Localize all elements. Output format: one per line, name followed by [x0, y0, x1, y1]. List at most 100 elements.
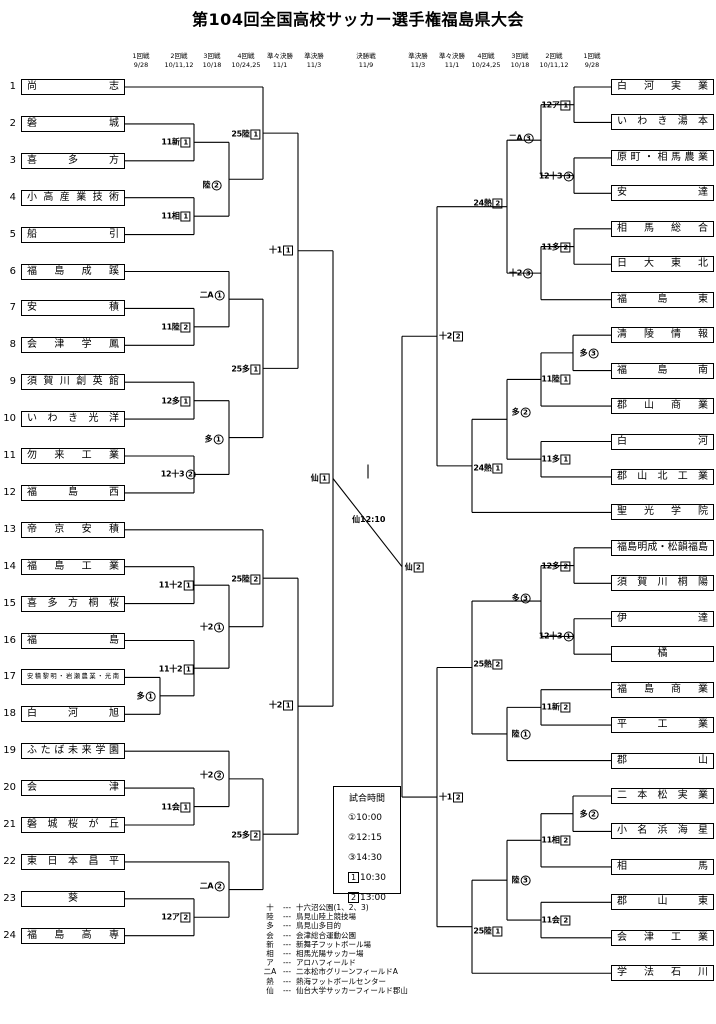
team-name: 福島: [27, 634, 119, 646]
match-venue-code: 24熱: [473, 198, 492, 208]
team-box: 相馬総合: [611, 220, 714, 237]
team-number: 24: [3, 929, 16, 941]
venue-row: 二A---二本松市グリーンフィールドA: [262, 967, 408, 976]
team-name: 福島工業: [27, 560, 119, 572]
team-name: 福島東: [617, 293, 708, 305]
team-name: 須賀川創英館: [27, 376, 119, 388]
venue-code: 陸: [266, 912, 274, 922]
team-name: 平工業: [617, 719, 708, 731]
match-venue-code: 11十2: [158, 664, 183, 674]
match-time-mark: 2: [520, 407, 531, 418]
match-venue-code: 12十3: [538, 171, 563, 181]
legend-mark: 1: [348, 872, 359, 883]
team-box: 福島西: [21, 484, 125, 501]
venue-sep: ---: [282, 949, 292, 959]
match-time-mark: 2: [413, 562, 424, 573]
match-time-mark: 1: [560, 454, 571, 465]
match-time-mark: 1: [180, 137, 191, 148]
team-name: 磐城桜が丘: [27, 819, 119, 830]
venue-code: 多: [266, 921, 274, 931]
match-time-mark: 2: [560, 702, 571, 713]
team-name: 福島高専: [27, 929, 119, 941]
match-venue-code: 十1: [269, 245, 282, 255]
match-venue-code: 12多: [161, 396, 180, 406]
team-name: 会津学鳳: [27, 339, 119, 351]
venue-legend: 十---十六沼公園(1、2、3)陸---鳥見山陸上競技場多---鳥見山多目的会-…: [262, 903, 408, 995]
round-header-date: 11/1: [272, 61, 288, 69]
team-box: 郡山: [611, 752, 714, 769]
round-header-name: 2回戦: [545, 52, 563, 60]
team-box: 福島東: [611, 291, 714, 308]
match-time-mark: 1: [213, 434, 224, 445]
venue-row: 陸---鳥見山陸上競技場: [262, 912, 408, 921]
match-venue-code: 25陸: [231, 129, 250, 139]
round-header-date: 10/11,12: [164, 61, 194, 69]
venue-row: 仙---仙台大学サッカーフィールド郡山: [262, 986, 408, 995]
team-name: 相馬総合: [617, 222, 708, 234]
legend-time: 12:15: [356, 833, 383, 843]
team-box: いわき光洋: [21, 411, 125, 428]
round-header-name: 1回戦: [583, 52, 601, 60]
venue-name: 新舞子フットボール場: [296, 939, 371, 949]
team-box: 白河: [611, 433, 714, 450]
match-time-mark: 2: [492, 659, 503, 670]
team-box: 福島高専: [21, 927, 125, 944]
team-name: 郡山東: [617, 896, 708, 908]
match-venue-code: 陸: [511, 875, 520, 885]
round-header-name: 3回戦: [203, 52, 221, 60]
match-venue-code: 十2: [200, 622, 213, 632]
match-time-mark: 2: [452, 792, 463, 803]
venue-name: 会津総合運動公園: [296, 930, 356, 940]
team-box: 福島南: [611, 362, 714, 379]
match-venue-code: 11陸: [541, 374, 560, 384]
match-time-mark: 2: [180, 912, 191, 923]
team-box: 葵: [21, 890, 125, 907]
team-name: 福島明成・松韻福島: [617, 541, 708, 553]
team-box: 尚志: [21, 79, 125, 95]
team-box: 須賀川桐陽: [611, 575, 714, 592]
team-name: 福島商業: [617, 683, 708, 695]
venue-sep: ---: [282, 976, 292, 986]
match-time-mark: 1: [180, 396, 191, 407]
venue-code: 新: [266, 939, 274, 949]
venue-code: ア: [266, 958, 274, 968]
match-time-mark: 3: [563, 171, 574, 182]
match-time-mark: 2: [180, 322, 191, 333]
team-number: 7: [9, 302, 16, 314]
legend-item: ③14:30: [334, 848, 400, 868]
match-venue-code: 多: [579, 809, 588, 819]
legend-title: 試合時間: [348, 794, 385, 804]
match-venue-code: 12ア: [161, 912, 180, 922]
team-box: 会津学鳳: [21, 337, 125, 354]
team-name: 学法石川: [617, 967, 708, 979]
team-box: 福島明成・松韻福島: [611, 539, 714, 556]
round-header-name: 準決勝: [408, 52, 428, 60]
team-name: 福島南: [617, 364, 708, 376]
match-venue-code: 11相: [161, 211, 180, 221]
match-venue-code: 11十2: [158, 580, 183, 590]
team-name: 郡山: [617, 754, 708, 766]
legend-time: 10:00: [356, 813, 383, 823]
team-name: 船引: [27, 228, 119, 240]
match-venue-code: 11相: [541, 835, 560, 845]
team-name: いわき光洋: [27, 413, 119, 425]
round-header-date: 11/3: [410, 61, 426, 69]
team-name: 尚志: [27, 81, 119, 92]
team-number: 2: [9, 117, 16, 129]
